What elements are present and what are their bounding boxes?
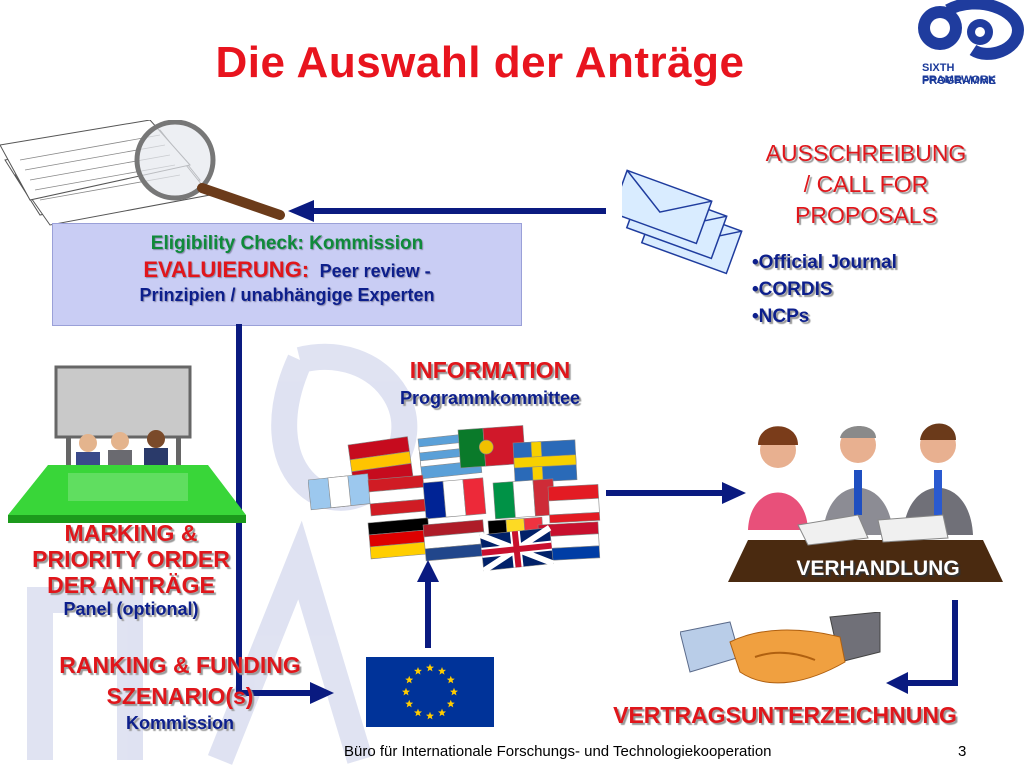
channel-list: •Official Journal •CORDIS •NCPs — [752, 249, 897, 330]
arrow-left-icon — [288, 200, 314, 222]
eu-star-icon — [414, 667, 422, 675]
ranking-line2: SZENARIO(s) — [106, 683, 254, 709]
call-for-proposals: AUSSCHREIBUNG / CALL FOR PROPOSALS — [730, 138, 1002, 231]
call-line1: AUSSCHREIBUNG — [765, 140, 967, 166]
ranking-line1: RANKING & FUNDING — [59, 652, 301, 678]
ranking-block: RANKING & FUNDING SZENARIO(s) Kommission — [0, 650, 360, 734]
envelopes-icon — [622, 169, 743, 275]
contract-signing-label: VERTRAGSUNTERZEICHNUNG — [613, 702, 957, 728]
arrow-left-icon — [886, 672, 908, 694]
eu-star-icon — [438, 708, 446, 717]
information-block: INFORMATION Programmkommittee — [360, 357, 620, 409]
marking-line2: PRIORITY ORDER — [32, 546, 230, 572]
evaluierung-label: EVALUIERUNG: — [143, 257, 310, 282]
channel-official-journal: •Official Journal — [752, 252, 897, 273]
evaluation-box: Eligibility Check: Kommission EVALUIERUN… — [52, 223, 522, 326]
eu-star-icon — [402, 687, 410, 696]
eu-star-icon — [426, 663, 434, 672]
handshake-icon — [680, 612, 881, 684]
flow-line-negotiation-down — [952, 600, 958, 686]
eu-star-icon — [405, 699, 414, 708]
arrow-up-icon — [417, 560, 439, 582]
eu-star-icon — [446, 699, 455, 708]
marking-line3: DER ANTRÄGE — [47, 572, 215, 598]
flow-line-eu-up — [425, 578, 431, 648]
arrow-right-icon — [310, 682, 334, 704]
footer-page-number: 3 — [958, 743, 967, 760]
flags-icon — [308, 425, 601, 574]
fp6-logo: SIXTH FRAMEWORK PROGRAMME — [918, 0, 1024, 92]
marking-block: MARKING & PRIORITY ORDER DER ANTRÄGE Pan… — [0, 520, 262, 620]
eu-star-icon — [450, 687, 458, 696]
eu-star-icon — [438, 667, 446, 675]
negotiation-label: VERHANDLUNG — [796, 557, 960, 580]
logo-line2: PROGRAMME — [922, 75, 996, 87]
call-line2: / CALL FOR — [803, 171, 929, 197]
eu-flag-icon — [366, 657, 494, 727]
information-subtitle: Programmkommittee — [399, 388, 581, 408]
eu-star-icon — [446, 675, 455, 684]
arrow-right-icon — [722, 482, 746, 504]
channel-ncps: •NCPs — [752, 306, 810, 327]
marking-line1: MARKING & — [64, 520, 198, 546]
call-line3: PROPOSALS — [795, 202, 937, 228]
information-title: INFORMATION — [409, 357, 571, 383]
magnifier-document-icon — [0, 120, 285, 226]
fp6-logo-icon — [918, 0, 1024, 60]
eu-star-icon — [426, 711, 434, 720]
logo-line1: SIXTH FRAMEWORK — [922, 62, 996, 86]
ranking-kommission-text: Kommission — [125, 713, 235, 733]
page-title: Die Auswahl der Anträge — [215, 38, 745, 87]
marking-panel-text: Panel (optional) — [63, 599, 199, 619]
peer-review-text: Peer review - — [319, 261, 431, 281]
footer-organization: Büro für Internationale Forschungs- und … — [344, 743, 772, 760]
arrow-info-to-negotiation-line — [606, 490, 726, 496]
negotiation-people-icon — [728, 423, 1003, 582]
meeting-panel-icon — [8, 365, 246, 523]
evaluation-line2: EVALUIERUNG: Peer review - — [53, 257, 521, 283]
eligibility-check-text: Eligibility Check: Kommission — [150, 233, 424, 254]
eu-star-icon — [405, 675, 414, 684]
eu-star-icon — [414, 708, 422, 717]
flow-line-to-eu — [236, 690, 312, 696]
arrow-call-to-eval-line — [310, 208, 606, 214]
channel-cordis: •CORDIS — [752, 279, 833, 300]
flow-line-to-handshake — [904, 680, 958, 686]
principles-text: Prinzipien / unabhängige Experten — [139, 285, 435, 305]
